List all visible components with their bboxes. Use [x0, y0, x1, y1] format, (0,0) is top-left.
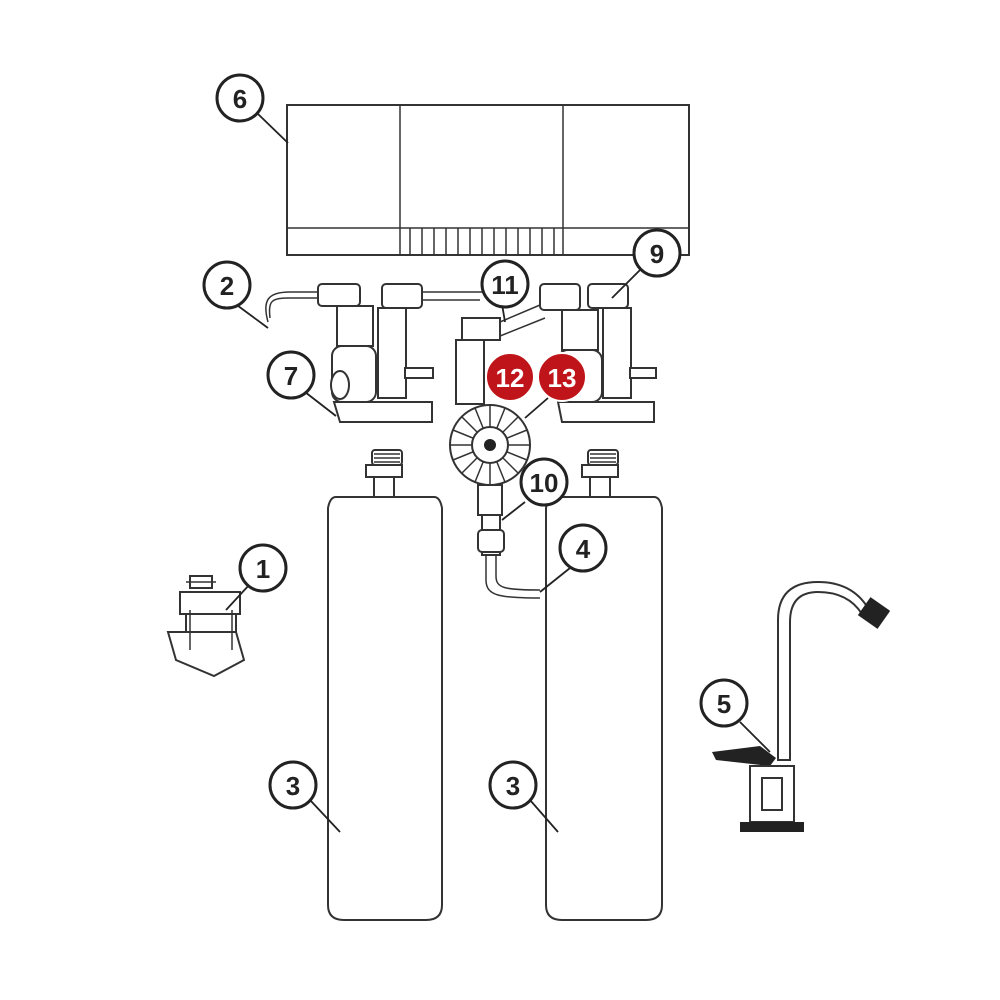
- mounting-head-cover: [286, 104, 690, 256]
- callout-12-highlighted: 12: [485, 352, 535, 402]
- flow-regulator-valve: [449, 404, 531, 556]
- callout-1-label: 1: [256, 554, 270, 584]
- callout-6: 6: [215, 73, 265, 123]
- callout-6-label: 6: [233, 84, 247, 114]
- callout-3-right-label: 3: [506, 771, 520, 801]
- callout-12-label: 12: [496, 363, 525, 393]
- cover-vent-slots: [409, 228, 555, 255]
- callout-10: 10: [519, 457, 569, 507]
- callout-1: 1: [238, 543, 288, 593]
- callout-3-left: 3: [268, 760, 318, 810]
- callout-9: 9: [632, 228, 682, 278]
- callout-3-left-label: 3: [286, 771, 300, 801]
- callout-5: 5: [699, 678, 749, 728]
- callout-2: 2: [202, 260, 252, 310]
- callout-7-label: 7: [284, 361, 298, 391]
- callout-13-highlighted: 13: [537, 352, 587, 402]
- callout-5-label: 5: [717, 689, 731, 719]
- callout-3-right: 3: [488, 760, 538, 810]
- callout-7: 7: [266, 350, 316, 400]
- callout-4-label: 4: [576, 534, 591, 564]
- callout-2-label: 2: [220, 271, 234, 301]
- faucet: [712, 580, 891, 832]
- right-filter-cartridge: [545, 449, 663, 921]
- outlet-tubing: [485, 556, 541, 599]
- inlet-tubing: [265, 291, 320, 323]
- callout-13-label: 13: [548, 363, 577, 393]
- left-filter-cartridge: [327, 449, 443, 921]
- callout-4: 4: [558, 523, 608, 573]
- connector-tubing: [455, 304, 546, 405]
- callout-11-label: 11: [491, 270, 519, 300]
- callout-11: 11: [480, 259, 530, 309]
- callout-9-label: 9: [650, 239, 664, 269]
- callout-10-label: 10: [530, 468, 559, 498]
- feed-water-adapter: [166, 575, 246, 678]
